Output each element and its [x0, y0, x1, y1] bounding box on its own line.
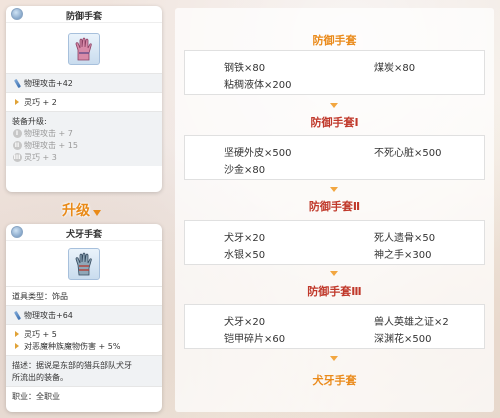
- card-title: 犬牙手套: [65, 230, 102, 240]
- upgrade-text: 升级: [62, 203, 90, 219]
- level-2-icon: II: [12, 140, 22, 150]
- tier-2-materials-box: 犬牙×20 死人遗骨×50 水银×50 神之手×300: [184, 220, 485, 265]
- upgrade-header: 装备升级:: [12, 116, 47, 126]
- stat-attack: 物理攻击+42: [24, 78, 73, 88]
- material-item: 粘稠液体×200: [224, 80, 292, 91]
- upgrade-3: 灵巧 + 3: [24, 152, 57, 162]
- material-item: 犬牙×20: [224, 233, 266, 244]
- bonus-stats: 灵巧 + 5 对恶魔种族魔物伤害 + 5%: [6, 324, 162, 355]
- bonus-stats: 灵巧 + 2: [6, 92, 162, 111]
- tier-1-title: 防御手套Ⅰ: [310, 116, 359, 129]
- level-3-icon: III: [12, 152, 22, 162]
- fang-glove-item-icon: [68, 248, 100, 280]
- tier-1-materials-box: 坚硬外皮×500 不死心脏×500 沙金×80: [184, 135, 485, 180]
- material-item: 犬牙×20: [224, 317, 266, 328]
- material-item: 不死心脏×500: [374, 148, 442, 159]
- base-stats: 物理攻击+64: [6, 305, 162, 324]
- material-item: 铠甲碎片×60: [224, 334, 286, 345]
- material-item: 煤炭×80: [374, 63, 416, 74]
- item-category-icon: [11, 8, 23, 20]
- glove-item-icon: [68, 33, 100, 65]
- flow-arrow-icon: [330, 103, 338, 108]
- base-stats: 物理攻击+42: [6, 73, 162, 92]
- material-item: 神之手×300: [374, 250, 432, 261]
- card-title: 防御手套: [65, 12, 102, 22]
- description-line-2: 所流出的装备。: [12, 372, 68, 382]
- upgrade-2: 物理攻击 + 15: [24, 140, 78, 150]
- job-section: 职业：全职业: [6, 386, 162, 405]
- job-requirement: 职业：全职业: [12, 391, 60, 401]
- tier-3-title: 防御手套Ⅲ: [307, 285, 362, 298]
- material-item: 坚硬外皮×500: [224, 148, 292, 159]
- bullet-triangle-icon: [15, 343, 19, 349]
- stat-agility: 灵巧 + 2: [24, 97, 57, 107]
- base-materials-box: 钢铁×80 煤炭×80 粘稠液体×200: [184, 50, 485, 95]
- base-item-title: 防御手套: [312, 34, 357, 47]
- material-item: 水银×50: [224, 250, 266, 261]
- material-item: 死人遗骨×50: [374, 233, 436, 244]
- stat-demon-bonus: 对恶魔种族魔物伤害 + 5%: [24, 341, 121, 351]
- down-arrow-icon: [93, 210, 101, 216]
- upgrade-1: 物理攻击 + 7: [24, 128, 73, 138]
- attack-icon: [13, 310, 21, 320]
- card-header: 防御手套: [6, 6, 162, 23]
- material-item: 兽人英雄之证×2: [374, 317, 449, 328]
- bullet-triangle-icon: [15, 331, 19, 337]
- item-type-section: 道具类型：饰品: [6, 286, 162, 305]
- material-item: 钢铁×80: [224, 63, 266, 74]
- card-header: 犬牙手套: [6, 224, 162, 241]
- result-item-title: 犬牙手套: [312, 374, 357, 387]
- upgrade-label: 升级: [62, 200, 122, 220]
- item-type: 道具类型：饰品: [12, 291, 68, 301]
- flow-arrow-icon: [330, 356, 338, 361]
- attack-icon: [13, 78, 21, 88]
- flow-arrow-icon: [330, 187, 338, 192]
- bullet-triangle-icon: [15, 99, 19, 105]
- material-item: 沙金×80: [224, 165, 266, 176]
- item-card-fang-gloves: 犬牙手套 道具类型：饰品 物理攻击+64 灵巧 + 5 对恶魔种族魔物伤害 + …: [6, 224, 162, 412]
- item-category-icon: [11, 226, 23, 238]
- tier-3-materials-box: 犬牙×20 兽人英雄之证×2 铠甲碎片×60 深渊花×500: [184, 304, 485, 349]
- level-1-icon: I: [12, 128, 22, 138]
- material-item: 深渊花×500: [374, 334, 432, 345]
- stat-attack: 物理攻击+64: [24, 310, 73, 320]
- description-section: 描述：据说是东部的猎兵部队犬牙 所流出的装备。: [6, 355, 162, 386]
- tier-2-title: 防御手套Ⅱ: [308, 200, 361, 213]
- description-line-1: 描述：据说是东部的猎兵部队犬牙: [12, 360, 132, 370]
- upgrade-path-panel: 防御手套 钢铁×80 煤炭×80 粘稠液体×200 防御手套Ⅰ 坚硬外皮×500…: [175, 8, 494, 412]
- stat-agility: 灵巧 + 5: [24, 329, 57, 339]
- flow-arrow-icon: [330, 271, 338, 276]
